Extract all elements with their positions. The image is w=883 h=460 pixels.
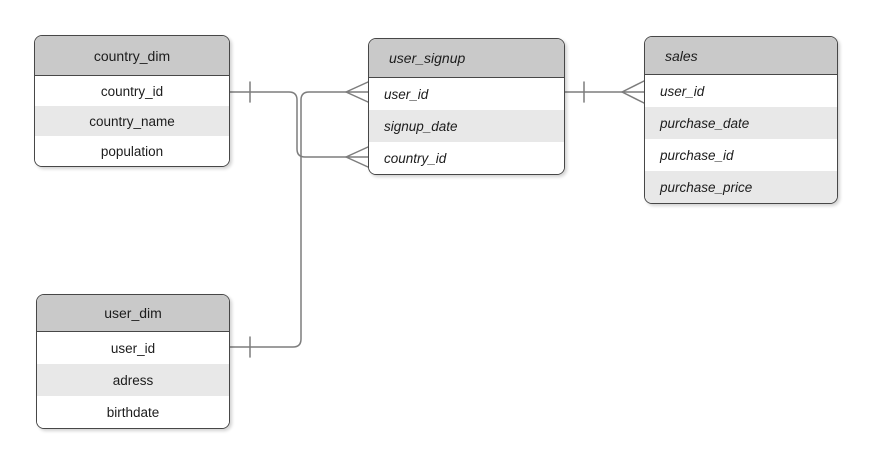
table-title: country_dim	[35, 36, 229, 76]
relationship-user_signup-sales[interactable]	[564, 80, 645, 104]
field-purchase-id: purchase_id	[645, 139, 837, 171]
field-country-id: country_id	[369, 142, 564, 174]
field-user-id: user_id	[645, 75, 837, 107]
relationship-country_dim-user_signup[interactable]	[229, 81, 369, 168]
cardinality-many-marker	[621, 80, 645, 104]
table-title: sales	[645, 37, 837, 75]
field-user-id: user_id	[369, 78, 564, 110]
field-purchase-date: purchase_date	[645, 107, 837, 139]
field-country-id: country_id	[35, 76, 229, 106]
relationship-line[interactable]	[229, 91, 347, 158]
entity-table-country-dim[interactable]: country_dim country_id country_name popu…	[34, 35, 230, 167]
relationship-user_dim-user_signup[interactable]	[229, 81, 369, 358]
field-user-id: user_id	[37, 332, 229, 364]
cardinality-many-marker	[345, 81, 369, 103]
field-birthdate: birthdate	[37, 396, 229, 428]
field-population: population	[35, 136, 229, 166]
table-title: user_signup	[369, 39, 564, 78]
cardinality-many-marker	[345, 146, 369, 168]
entity-table-user-signup[interactable]: user_signup user_id signup_date country_…	[368, 38, 565, 175]
field-adress: adress	[37, 364, 229, 396]
field-purchase-price: purchase_price	[645, 171, 837, 203]
entity-table-sales[interactable]: sales user_id purchase_date purchase_id …	[644, 36, 838, 204]
relationship-line[interactable]	[229, 91, 347, 348]
field-country-name: country_name	[35, 106, 229, 136]
field-signup-date: signup_date	[369, 110, 564, 142]
table-title: user_dim	[37, 295, 229, 332]
entity-table-user-dim[interactable]: user_dim user_id adress birthdate	[36, 294, 230, 429]
